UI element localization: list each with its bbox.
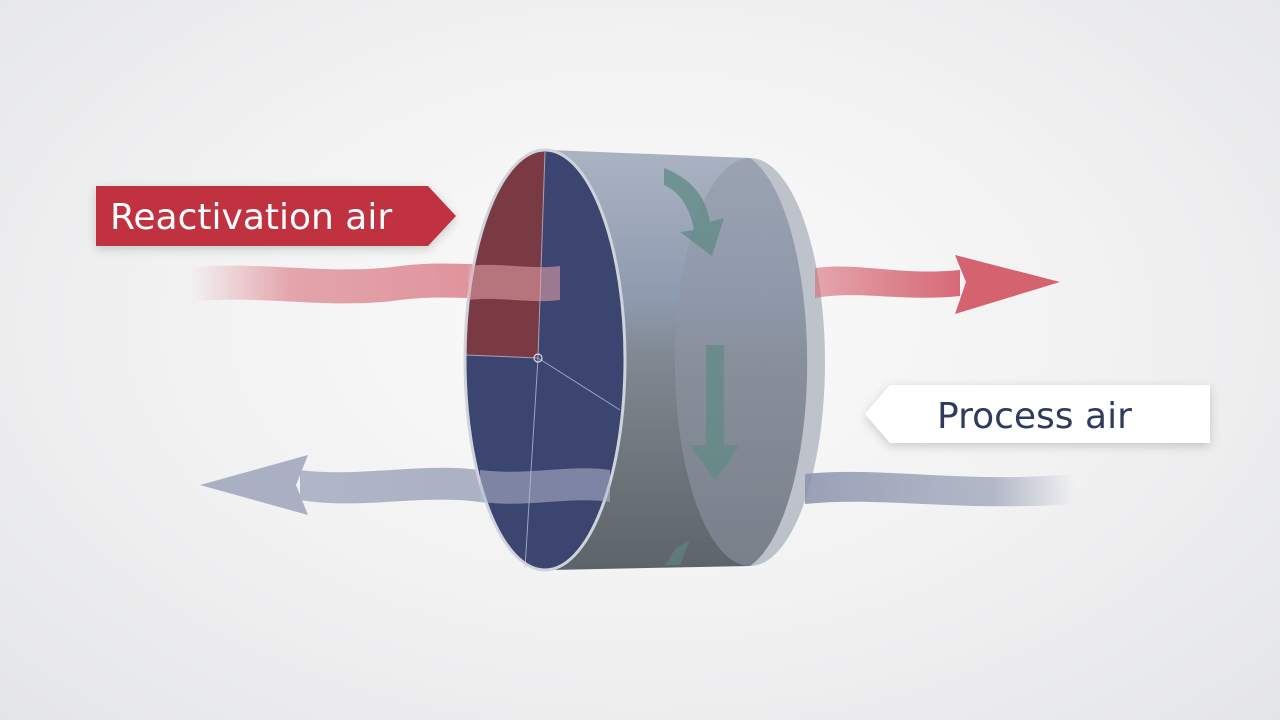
reactivation-label-text: Reactivation air — [110, 197, 392, 238]
wheel-sector-lines — [465, 151, 621, 569]
process-label-bg — [865, 385, 1210, 443]
arrow-right-icon — [955, 255, 1060, 314]
wheel-hub — [533, 353, 543, 363]
arrow-down-icon — [690, 345, 740, 480]
wheel-face-rim — [463, 148, 627, 572]
process-flow-through — [480, 468, 610, 504]
arrow-down-icon — [664, 168, 724, 256]
reactivation-flow-through — [468, 264, 560, 302]
arrow-down-icon — [665, 540, 690, 565]
process-label-text: Process air — [937, 396, 1132, 437]
reactivation-air-label: Reactivation air — [96, 186, 456, 246]
process-flow-in — [805, 471, 1075, 507]
wheel-reactivation-sector — [466, 150, 545, 358]
arrow-left-icon — [200, 455, 308, 515]
reactivation-label-bg — [96, 186, 456, 246]
process-air-label: Process air — [865, 385, 1210, 443]
desiccant-wheel — [463, 148, 825, 572]
reactivation-flow-out — [815, 266, 960, 298]
